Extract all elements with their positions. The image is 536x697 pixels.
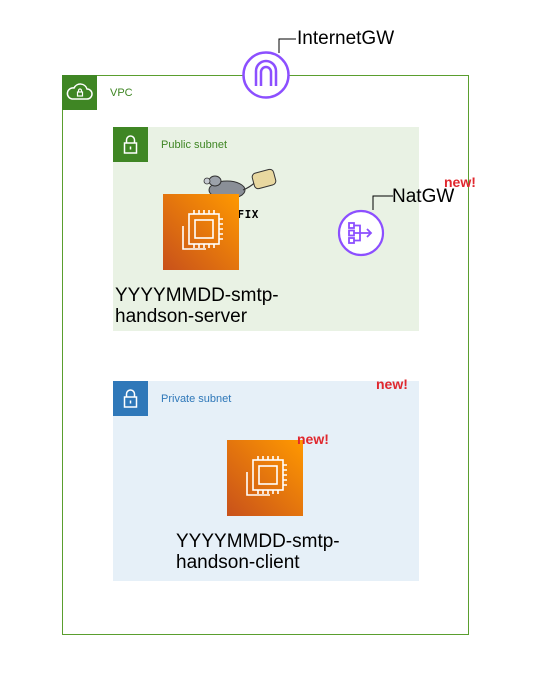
cloud-lock-icon xyxy=(62,75,97,110)
private-subnet-label: Private subnet xyxy=(161,393,232,405)
server-label-line1: YYYYMMDD-smtp- xyxy=(115,285,279,306)
public-subnet-label: Public subnet xyxy=(161,139,228,151)
internet-gateway-label: InternetGW xyxy=(297,28,395,49)
nat-new-badge: new! xyxy=(444,174,476,190)
nat-gateway-icon xyxy=(337,209,385,257)
internet-gateway-connector xyxy=(278,38,296,53)
nat-gateway-label: NatGW xyxy=(392,186,455,207)
client-new-badge: new! xyxy=(297,431,329,447)
vpc-label: VPC xyxy=(110,87,133,99)
server-label-line2: handson-server xyxy=(115,306,248,327)
padlock-icon xyxy=(113,127,148,162)
client-label-line2: handson-client xyxy=(176,552,300,573)
padlock-icon xyxy=(113,381,148,416)
internet-gateway-icon xyxy=(242,51,290,99)
client-label-line1: YYYYMMDD-smtp- xyxy=(176,531,340,552)
private-subnet-new-badge: new! xyxy=(376,376,408,392)
nat-gateway-connector xyxy=(372,195,393,210)
ec2-instance-icon xyxy=(163,194,239,270)
ec2-instance-icon xyxy=(227,440,303,516)
